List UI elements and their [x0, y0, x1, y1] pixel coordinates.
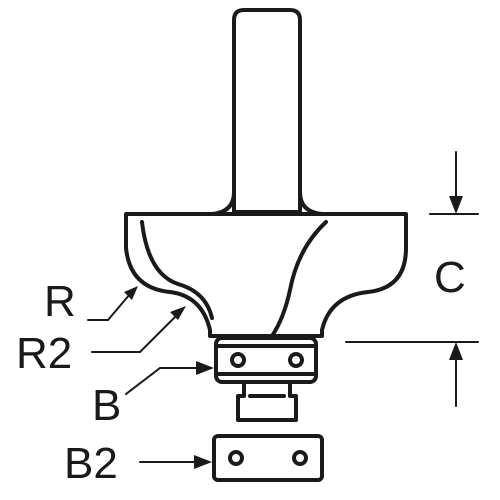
bearing-hole-left	[230, 352, 246, 368]
bearing-b2	[212, 434, 324, 482]
shank	[232, 8, 302, 214]
bearing-b2-hole-left	[228, 450, 244, 466]
cutter-body	[124, 212, 408, 338]
leader-b2-arrowhead	[194, 455, 212, 469]
label-r2: R2	[16, 329, 72, 378]
leader-r2-arrowhead	[170, 306, 186, 320]
label-c: C	[434, 253, 466, 302]
cutter-profile-inner	[140, 220, 214, 320]
dimension-c-bottom-arrowhead	[449, 342, 463, 360]
dimension-c-top-arrowhead	[449, 196, 463, 214]
leader-r-arrowhead	[124, 286, 138, 300]
leader-b-arrowhead	[196, 361, 214, 375]
leader-r2	[91, 315, 177, 353]
label-b: B	[92, 381, 121, 430]
bearing-b2-hole-right	[292, 450, 308, 466]
label-r: R	[44, 277, 76, 326]
leader-r	[87, 293, 131, 321]
arbor	[236, 380, 298, 422]
cutter-flute-line	[270, 220, 328, 338]
leader-b	[125, 367, 199, 395]
bearing-hole-right	[288, 352, 304, 368]
label-b2: B2	[64, 439, 118, 488]
